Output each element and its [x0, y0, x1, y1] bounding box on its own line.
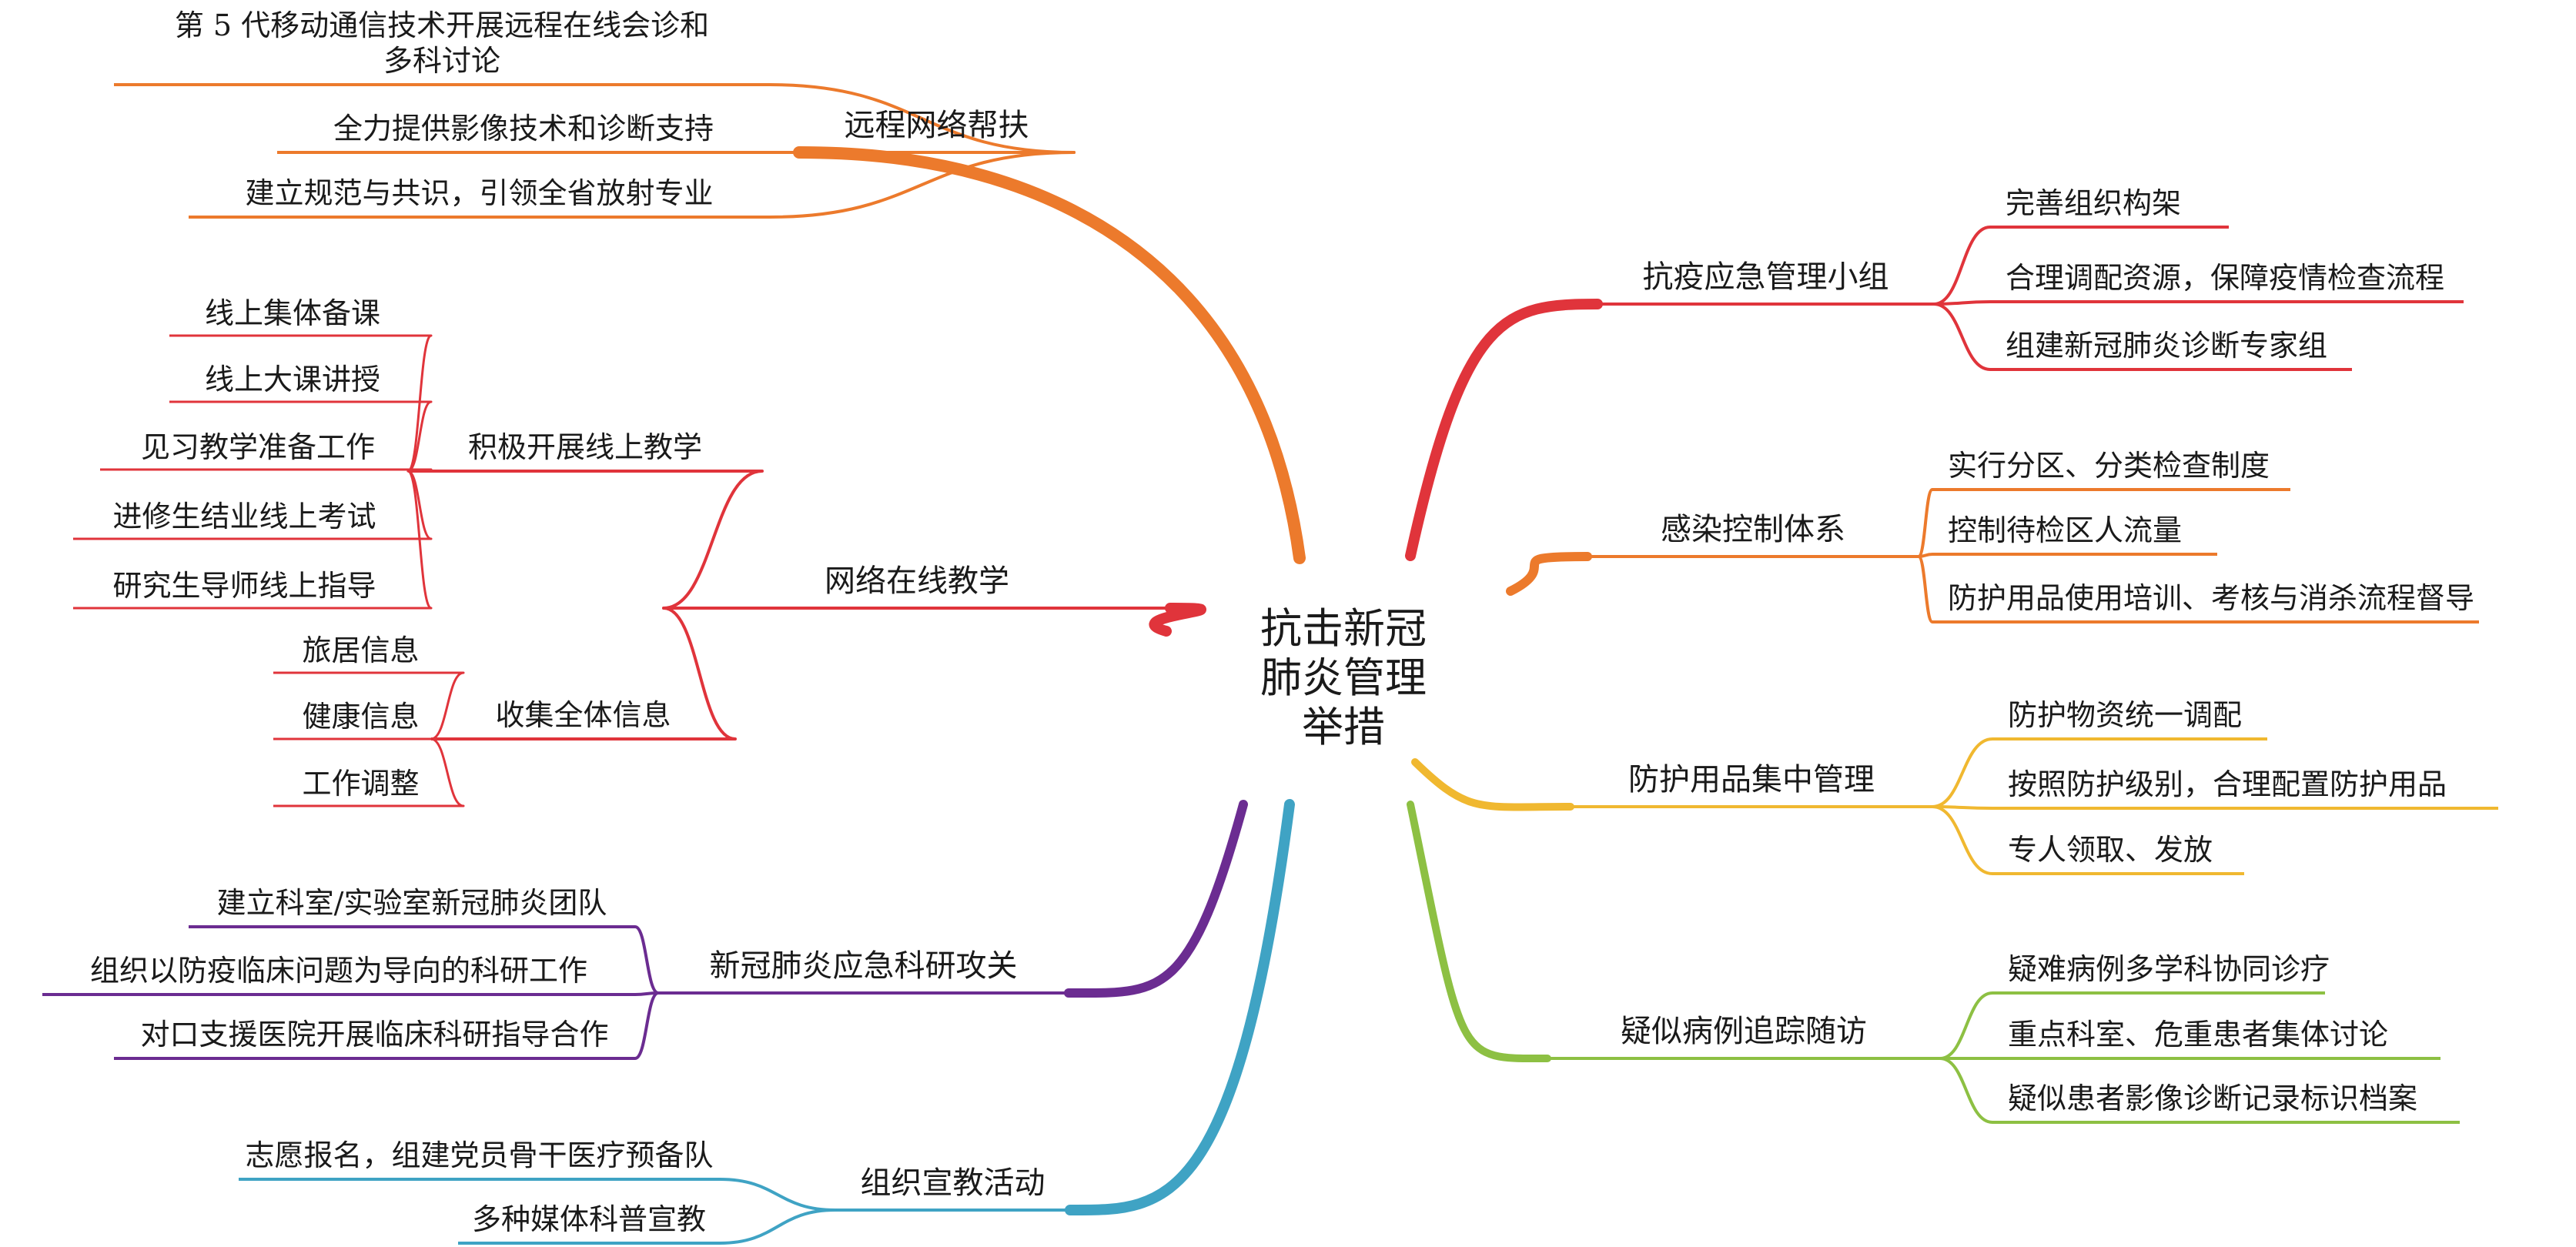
child-label-防护物资统一调配: 防护物资统一调配 [2008, 698, 2242, 732]
grandchild-label-研究生导师线上指导: 研究生导师线上指导 [112, 569, 376, 603]
child-label-建立规范与共识，引领全省放射专业: 建立规范与共识，引领全省放射专业 [245, 176, 713, 210]
child-label-专人领取、发放: 专人领取、发放 [2008, 833, 2213, 867]
center-topic-line-1: 肺炎管理 [1260, 654, 1427, 702]
branch-label-远程网络帮扶: 远程网络帮扶 [845, 108, 1029, 143]
grandchild-label-线上集体备课: 线上集体备课 [205, 296, 380, 330]
trunk-疑似病例追踪随访 [1407, 801, 1551, 1063]
branch-label-疑似病例追踪随访: 疑似病例追踪随访 [1621, 1014, 1867, 1049]
child-label-建立科室/实验室新冠肺炎团队: 建立科室/实验室新冠肺炎团队 [217, 886, 607, 920]
connector-完善组织构架 [1932, 226, 1992, 306]
labels-layer: 远程网络帮扶 第 5 代移动通信技术开展远程在线会诊和多科讨论全力提供影像技术和诊… [90, 8, 2474, 1236]
connector-积极开展线上教学 [662, 470, 764, 610]
child-label-对口支援医院开展临床科研指导合作: 对口支援医院开展临床科研指导合作 [140, 1018, 608, 1051]
grandchild-label-健康信息: 健康信息 [302, 700, 419, 734]
grandchild-label-进修生结业线上考试: 进修生结业线上考试 [112, 500, 376, 533]
child-label-完善组织构架: 完善组织构架 [2006, 186, 2181, 220]
child-label-第-5-代移动通信技术开展远程在线会诊和: 第 5 代移动通信技术开展远程在线会诊和多科讨论 [175, 8, 709, 78]
connector-旅居信息 [430, 671, 465, 741]
connector-疑似患者影像诊断记录标识档案 [1939, 1057, 1994, 1124]
branch-label-抗疫应急管理小组: 抗疫应急管理小组 [1643, 259, 1889, 295]
connector-收集全体信息 [662, 607, 737, 741]
connector-防护用品使用培训、考核与消杀流程督导 [1917, 555, 1934, 624]
trunk-防护用品集中管理 [1411, 758, 1574, 811]
trunk-远程网络帮扶 [793, 146, 1306, 564]
trunk-网络在线教学 [1149, 603, 1206, 637]
connector-第-5-代移动通信技术开展远程在线会诊和 [768, 83, 1076, 154]
center-topic-line-0: 抗击新冠 [1260, 604, 1427, 653]
grandchild-label-工作调整: 工作调整 [302, 767, 419, 801]
connector-志愿报名，组建党员骨干医疗预备队 [718, 1178, 837, 1212]
child-label-志愿报名，组建党员骨干医疗预备队: 志愿报名，组建党员骨干医疗预备队 [245, 1138, 713, 1172]
center-topic-line-2: 举措 [1302, 703, 1385, 751]
child-label-组织以防疫临床问题为导向的科研工作: 组织以防疫临床问题为导向的科研工作 [90, 954, 587, 988]
branch-label-防护用品集中管理: 防护用品集中管理 [1628, 762, 1875, 797]
child-label-控制待检区人流量: 控制待检区人流量 [1948, 513, 2182, 547]
trunk-新冠肺炎应急科研攻关 [1064, 800, 1248, 998]
child-label-收集全体信息: 收集全体信息 [495, 698, 671, 732]
connector-建立规范与共识，引领全省放射专业 [768, 151, 1076, 219]
child-label-疑难病例多学科协同诊疗: 疑难病例多学科协同诊疗 [2008, 952, 2330, 986]
child-label-实行分区、分类检查制度: 实行分区、分类检查制度 [1948, 449, 2270, 483]
connector-研究生导师线上指导 [406, 470, 433, 610]
child-label-按照防护级别，合理配置防护用品: 按照防护级别，合理配置防护用品 [2008, 767, 2447, 801]
child-label-组建新冠肺炎诊断专家组: 组建新冠肺炎诊断专家组 [2006, 329, 2327, 363]
grandchild-label-见习教学准备工作: 见习教学准备工作 [141, 430, 375, 464]
connector-实行分区、分类检查制度 [1917, 488, 1934, 558]
connector-组建新冠肺炎诊断专家组 [1932, 303, 1992, 371]
child-label-疑似患者影像诊断记录标识档案: 疑似患者影像诊断记录标识档案 [2008, 1082, 2417, 1115]
branch-label-感染控制体系: 感染控制体系 [1661, 512, 1845, 547]
trunk-组织宣教活动 [1065, 799, 1295, 1216]
trunk-抗疫应急管理小组 [1405, 299, 1603, 561]
connector-对口支援医院开展临床科研指导合作 [634, 991, 660, 1060]
child-label-防护用品使用培训、考核与消杀流程督导: 防护用品使用培训、考核与消杀流程督导 [1948, 581, 2474, 615]
grandchild-label-旅居信息: 旅居信息 [302, 634, 419, 667]
child-label-合理调配资源，保障疫情检查流程: 合理调配资源，保障疫情检查流程 [2006, 261, 2444, 295]
child-label-多种媒体科普宣教: 多种媒体科普宣教 [472, 1202, 706, 1236]
connector-建立科室/实验室新冠肺炎团队 [634, 925, 660, 995]
trunk-感染控制体系 [1506, 552, 1592, 596]
connector-线上集体备课 [406, 334, 433, 473]
connector-疑难病例多学科协同诊疗 [1939, 991, 1994, 1060]
connectors-layer [42, 83, 2498, 1245]
branch-label-组织宣教活动: 组织宣教活动 [861, 1165, 1045, 1201]
branch-label-网络在线教学: 网络在线教学 [825, 563, 1009, 599]
connector-多种媒体科普宣教 [718, 1209, 837, 1245]
branch-label-新冠肺炎应急科研攻关: 新冠肺炎应急科研攻关 [710, 948, 1018, 984]
grandchild-label-线上大课讲授: 线上大课讲授 [205, 363, 380, 396]
child-label-全力提供影像技术和诊断支持: 全力提供影像技术和诊断支持 [333, 112, 714, 145]
child-label-积极开展线上教学: 积极开展线上教学 [468, 430, 702, 464]
connector-工作调整 [430, 737, 465, 807]
connector-专人领取、发放 [1931, 805, 1994, 875]
child-label-重点科室、危重患者集体讨论: 重点科室、危重患者集体讨论 [2008, 1018, 2388, 1051]
connector-防护物资统一调配 [1931, 737, 1994, 808]
